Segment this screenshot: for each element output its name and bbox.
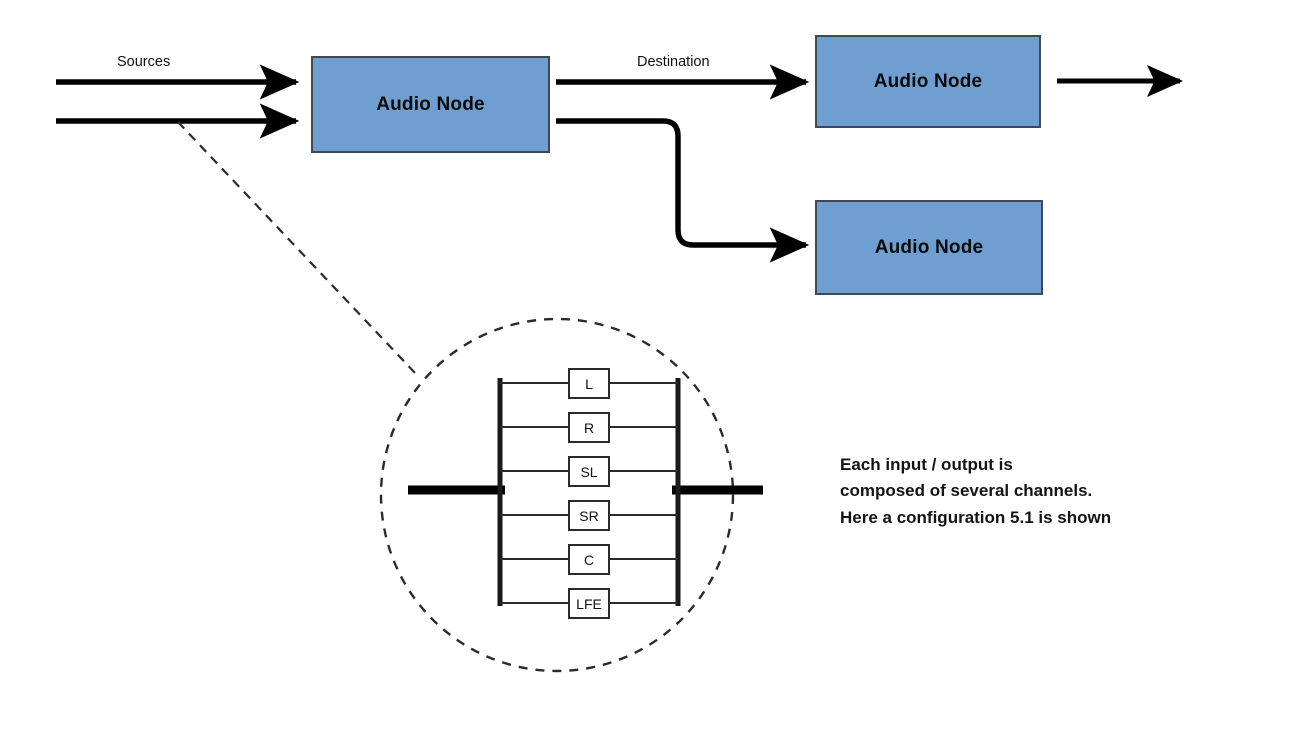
- audio-node-source[interactable]: Audio Node: [311, 56, 550, 153]
- channel-wires: [500, 382, 678, 604]
- channel-box-sl[interactable]: SL: [568, 456, 610, 487]
- channel-box-r[interactable]: R: [568, 412, 610, 443]
- audio-node-source-label: Audio Node: [376, 93, 485, 115]
- caption-block: Each input / output is composed of sever…: [840, 452, 1180, 531]
- callout-leader-line: [177, 121, 417, 375]
- channel-label-sl: SL: [580, 463, 598, 480]
- audio-node-destination-top[interactable]: Audio Node: [815, 35, 1041, 128]
- audio-node-destination-bottom[interactable]: Audio Node: [815, 200, 1043, 295]
- channel-box-lfe[interactable]: LFE: [568, 588, 610, 619]
- callout-circle: [379, 317, 735, 673]
- channel-label-r: R: [583, 419, 595, 436]
- channel-box-l[interactable]: L: [568, 368, 610, 399]
- channel-box-sr[interactable]: SR: [568, 500, 610, 531]
- channel-box-c[interactable]: C: [568, 544, 610, 575]
- audio-node-destination-top-label: Audio Node: [873, 70, 983, 92]
- caption-line-3: Here a configuration 5.1 is shown: [840, 507, 1112, 527]
- destination-elbow-connector: [556, 118, 810, 263]
- sources-label: Sources: [117, 54, 171, 70]
- caption-line-1: Each input / output is: [840, 455, 1013, 474]
- caption-line-2: composed of several channels.: [840, 481, 1093, 501]
- destination-label: Destination: [637, 54, 710, 70]
- channel-label-sr: SR: [579, 507, 599, 524]
- channel-label-lfe: LFE: [576, 595, 602, 612]
- audio-node-destination-bottom-label: Audio Node: [874, 236, 984, 258]
- channel-label-c: C: [583, 551, 595, 568]
- channel-label-l: L: [585, 375, 593, 392]
